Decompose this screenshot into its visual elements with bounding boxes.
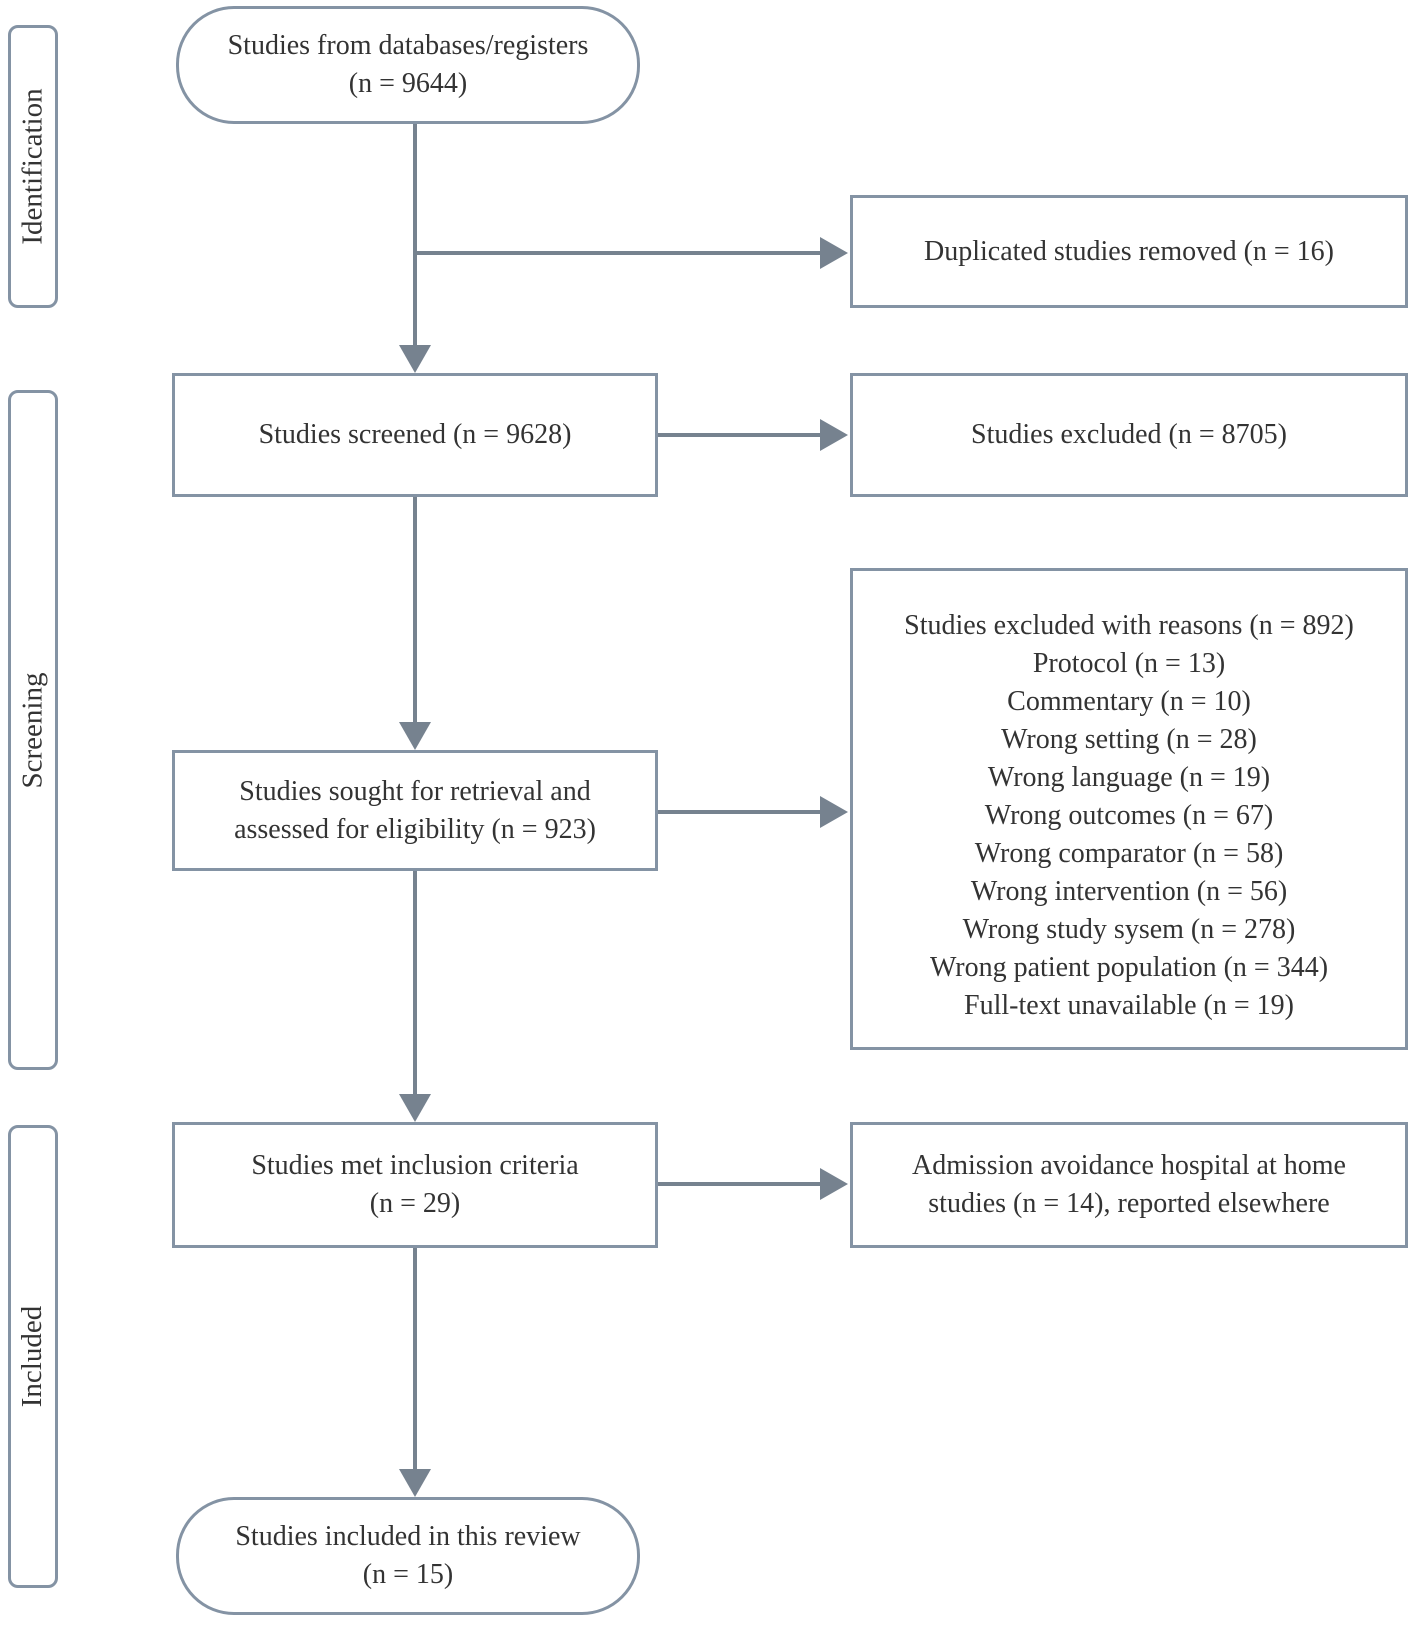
connector-screened-to-sought xyxy=(413,497,417,724)
box-met-criteria-line1: Studies met inclusion criteria xyxy=(251,1150,579,1181)
connector-databases-to-screened xyxy=(413,124,417,347)
box-studies-excluded-line1: Studies excluded (n = 8705) xyxy=(971,419,1287,450)
excluded-reason-item: Protocol (n = 13) xyxy=(1032,648,1226,679)
box-included-review-line2: (n = 15) xyxy=(362,1559,454,1590)
box-sought-line1: Studies sought for retrieval and xyxy=(239,775,591,807)
arrowhead-down-screened xyxy=(399,345,431,373)
connector-to-reasons xyxy=(658,810,822,814)
excluded-reason-item: Wrong intervention (n = 56) xyxy=(970,876,1288,907)
arrowhead-down-included xyxy=(399,1469,431,1497)
excluded-reason-item: Full-text unavailable (n = 19) xyxy=(964,990,1294,1021)
box-included-review-line1: Studies included in this review xyxy=(235,1521,581,1552)
arrowhead-right-excluded xyxy=(820,419,848,451)
excluded-reason-item: Wrong outcomes (n = 67) xyxy=(984,800,1274,831)
box-admission-avoidance-line2: studies (n = 14), reported elsewhere xyxy=(928,1188,1330,1219)
stage-identification-label: Identification xyxy=(16,88,49,245)
connector-to-admission xyxy=(658,1182,822,1186)
connector-to-excluded xyxy=(658,433,822,437)
stage-included: Included xyxy=(8,1125,58,1588)
stage-screening: Screening xyxy=(8,390,58,1070)
stage-screening-label: Screening xyxy=(16,672,49,788)
box-studies-excluded: Studies excluded (n = 8705) xyxy=(850,373,1408,497)
box-met-criteria: Studies met inclusion criteria (n = 29) xyxy=(172,1122,658,1248)
box-sought: Studies sought for retrieval and assesse… xyxy=(172,750,658,871)
box-screened-line1: Studies screened (n = 9628) xyxy=(258,419,572,450)
box-included-review: Studies included in this review (n = 15) xyxy=(176,1497,640,1615)
arrowhead-down-met xyxy=(399,1094,431,1122)
excluded-reason-item: Wrong study sysem (n = 278) xyxy=(962,914,1296,945)
arrowhead-right-duplicates xyxy=(820,237,848,269)
box-excluded-reasons: Studies excluded with reasons (n = 892) … xyxy=(850,568,1408,1050)
excluded-reason-item: Wrong comparator (n = 58) xyxy=(974,838,1284,869)
excluded-reason-item: Wrong setting (n = 28) xyxy=(1001,724,1257,755)
excluded-reason-item: Wrong language (n = 19) xyxy=(987,762,1271,793)
stage-included-label: Included xyxy=(16,1305,49,1408)
box-met-criteria-line2: (n = 29) xyxy=(369,1188,461,1219)
connector-to-duplicates xyxy=(415,251,822,255)
box-sought-line2: assessed for eligibility (n = 923) xyxy=(234,813,596,845)
box-databases-line1: Studies from databases/registers xyxy=(227,30,589,61)
box-admission-avoidance: Admission avoidance hospital at home stu… xyxy=(850,1122,1408,1248)
box-databases-line2: (n = 9644) xyxy=(348,68,468,99)
box-databases: Studies from databases/registers (n = 96… xyxy=(176,6,640,124)
arrowhead-down-sought xyxy=(399,722,431,750)
box-duplicates-removed: Duplicated studies removed (n = 16) xyxy=(850,195,1408,308)
arrowhead-right-reasons xyxy=(820,796,848,828)
box-screened: Studies screened (n = 9628) xyxy=(172,373,658,497)
connector-met-to-included xyxy=(413,1248,417,1471)
excluded-reason-item: Commentary (n = 10) xyxy=(1007,686,1251,717)
excluded-reason-item: Wrong patient population (n = 344) xyxy=(929,952,1329,983)
stage-identification: Identification xyxy=(8,25,58,308)
box-excluded-reasons-title: Studies excluded with reasons (n = 892) xyxy=(904,610,1354,641)
box-duplicates-removed-line1: Duplicated studies removed (n = 16) xyxy=(923,235,1335,267)
arrowhead-right-admission xyxy=(820,1168,848,1200)
connector-sought-to-met xyxy=(413,871,417,1096)
box-admission-avoidance-line1: Admission avoidance hospital at home xyxy=(912,1150,1346,1181)
